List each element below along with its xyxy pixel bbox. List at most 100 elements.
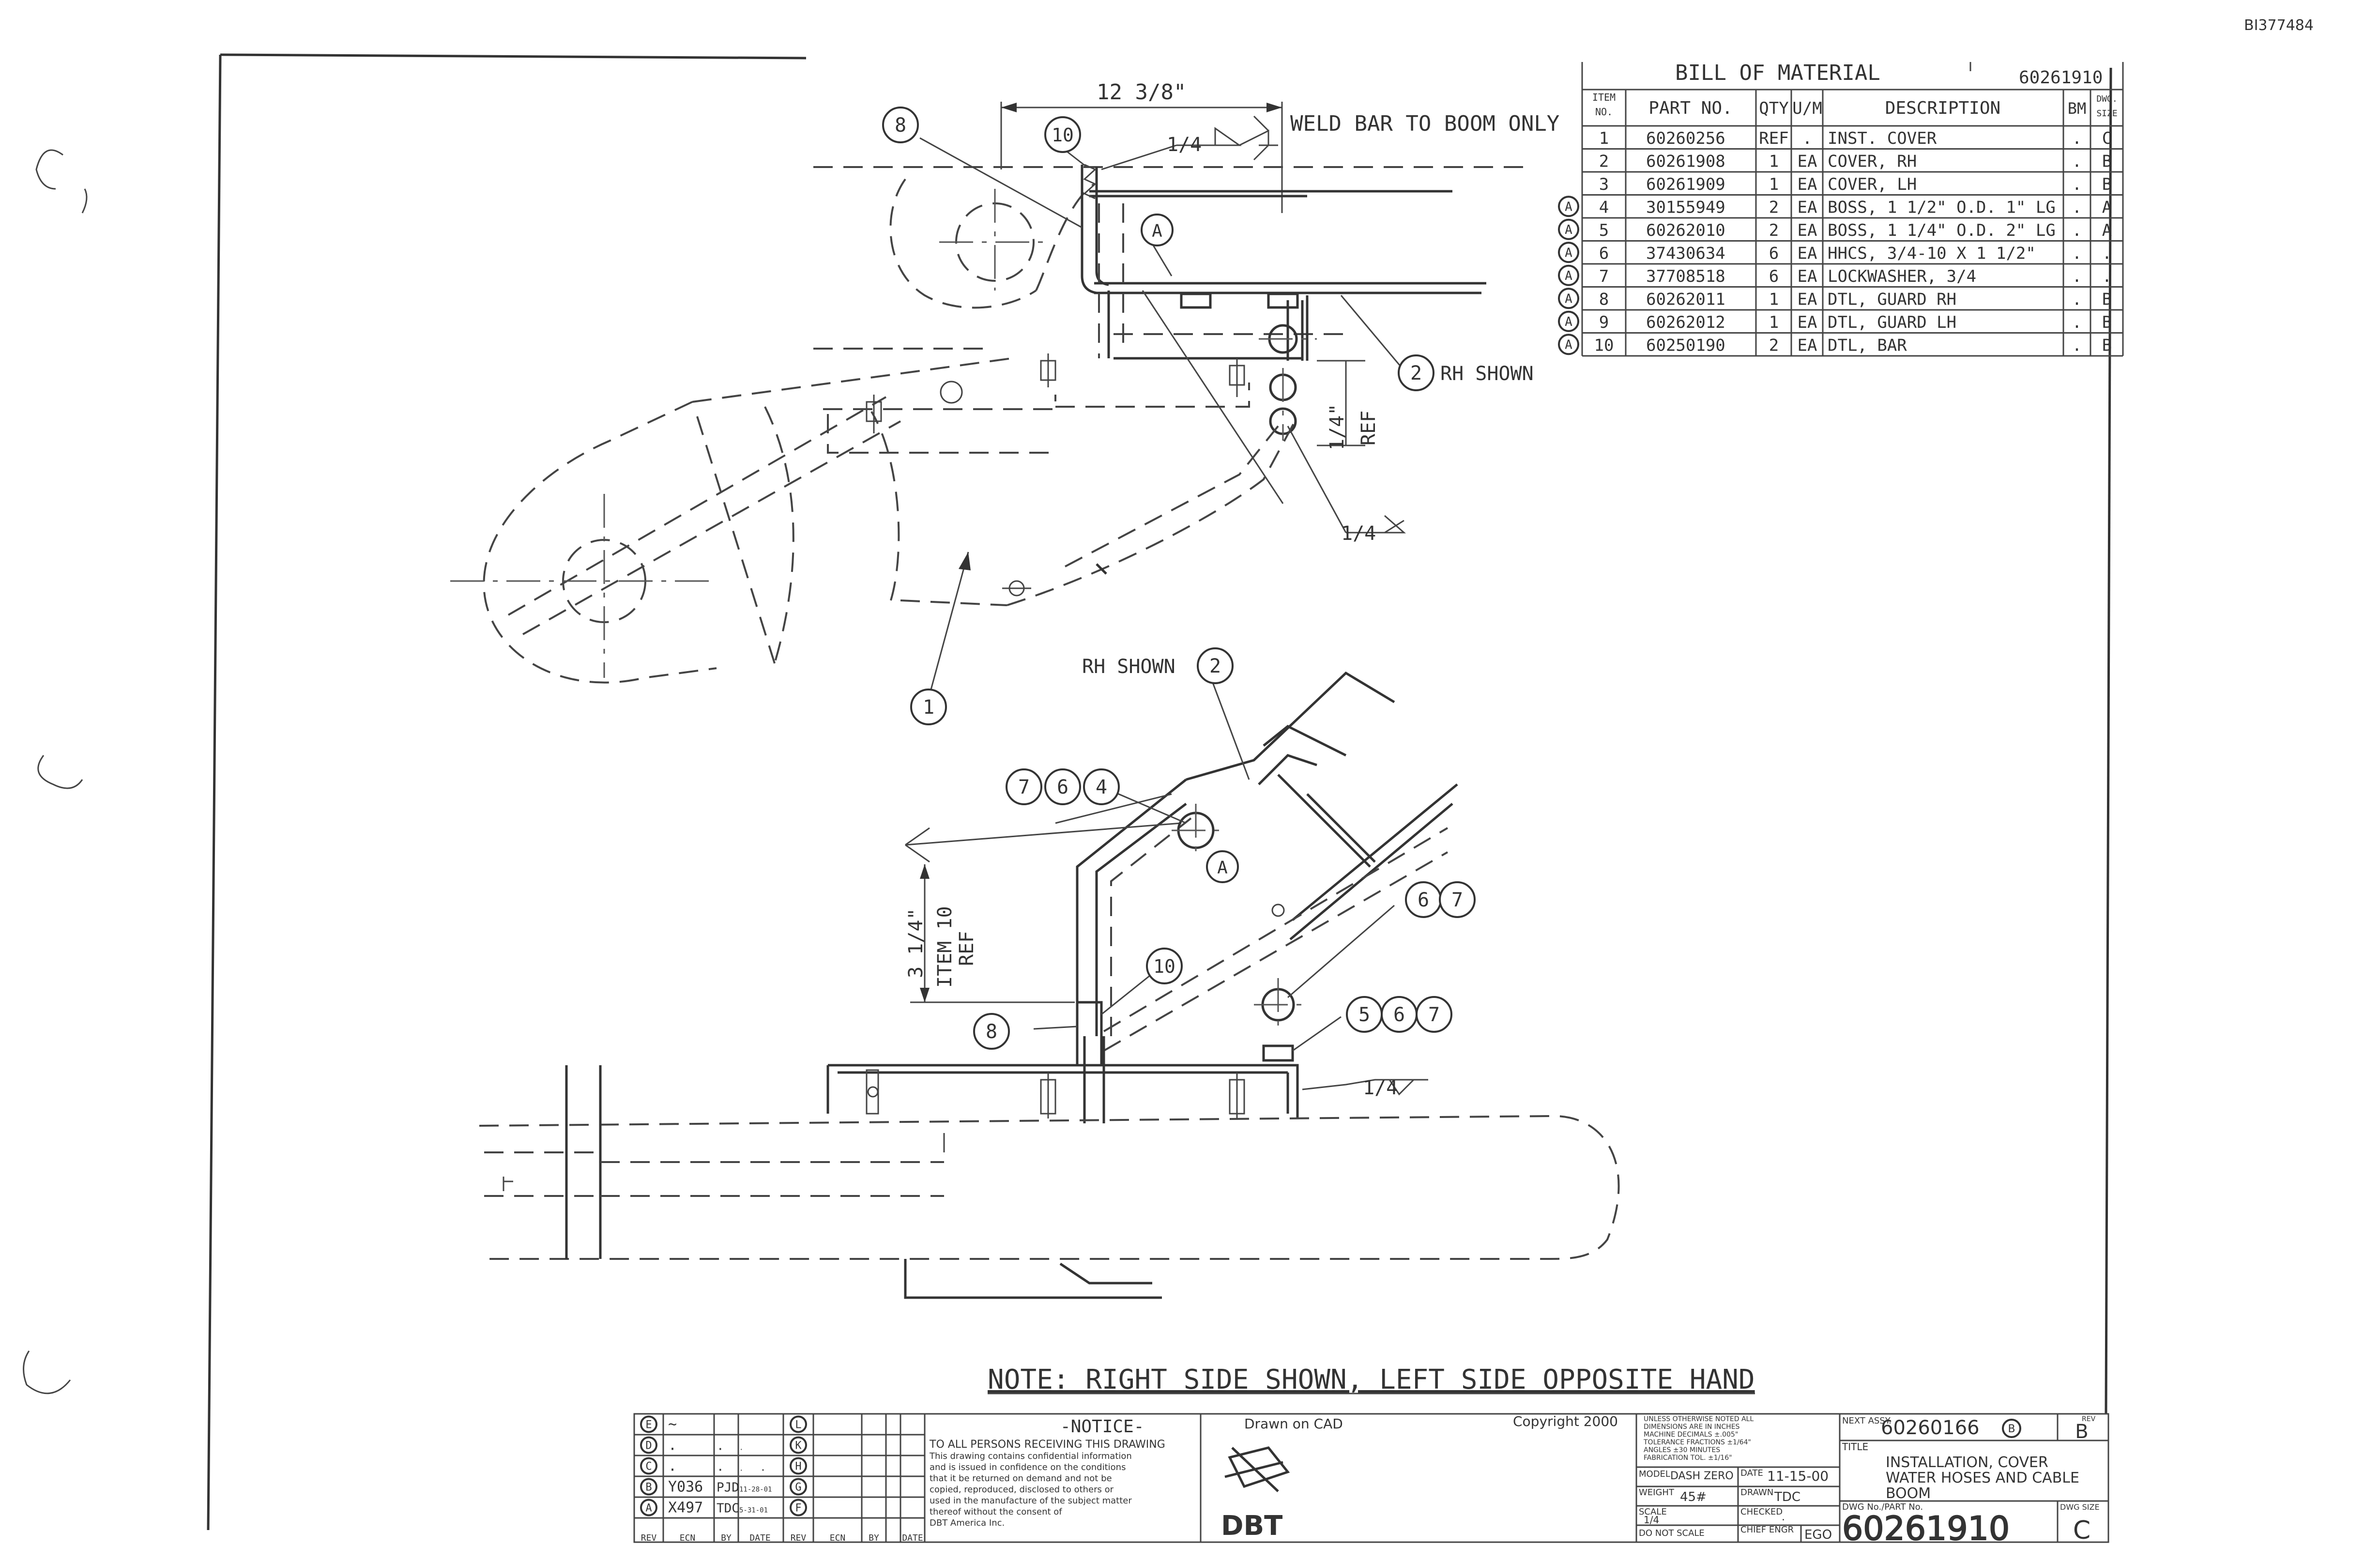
balloon-8-top: 8 [882,107,919,143]
bom-size: B [2102,175,2112,194]
revision-mark-right: L [795,1419,801,1431]
revision-marker-label: A [1565,337,1572,352]
bom-desc: LOCKWASHER, 3/4 [1828,267,1976,286]
bom-qty: 1 [1769,175,1779,194]
svg-text:7: 7 [1451,889,1463,911]
bom-um: EA [1798,198,1817,217]
bom-header-5: DESCRIPTION [1885,98,2000,118]
balloon-5-side: 5 [1346,996,1383,1033]
bom-item: 9 [1599,313,1609,332]
svg-text:7: 7 [1018,776,1030,798]
svg-text:7: 7 [1428,1004,1440,1026]
revision-mark: C [645,1461,652,1473]
revision-marker-label: A [1565,315,1572,329]
bom-header-7: DWG. [2096,94,2117,104]
weld-note: WELD BAR TO BOOM ONLY [1290,111,1559,136]
next-assy-rev: B [2008,1423,2015,1435]
dim-lower: 3 1/4" [905,908,927,979]
bom-size: B [2102,313,2112,332]
revision-mark: B [645,1482,652,1494]
dbt-logo: DBT [1221,1510,1282,1542]
bom-header-3: QTY [1759,99,1788,118]
title-line-1: INSTALLATION, COVER [1886,1454,2048,1471]
bom-item: 2 [1599,152,1609,171]
date-label: DATE [1740,1468,1763,1478]
revision-marker-label: A [1565,269,1572,283]
revision-cell: . [717,1439,724,1454]
revision-footer-label: DATE [902,1533,923,1543]
revision-marker-label: A [1565,291,1572,306]
bom-size: C [2102,129,2112,148]
tolerance-line: DIMENSIONS ARE IN INCHES [1644,1423,1740,1431]
part-no-value: 60261910 [1842,1510,2010,1547]
part-no-label: DWG No./PART No. [1842,1502,1923,1512]
svg-text:8: 8 [895,114,906,137]
tolerance-line: TOLERANCE FRACTIONS ±1/64" [1643,1439,1751,1446]
revision-cell: X497 [668,1500,703,1516]
bom-item: 3 [1599,175,1609,194]
bom-bm: . [2072,129,2082,148]
bom-part: 37708518 [1646,267,1725,286]
binder-hole-marks [23,149,88,1394]
model-label: MODEL [1639,1469,1670,1479]
revision-footer-label: BY [721,1533,732,1543]
bom-qty: 2 [1769,198,1779,217]
bom-um: EA [1798,290,1817,309]
revision-footer-label: REV [641,1533,657,1543]
bom-desc: DTL, GUARD RH [1828,290,1956,309]
revision-row: E~L [640,1415,807,1433]
bom-qty: 2 [1769,221,1779,240]
bom-item: 10 [1594,336,1614,355]
revision-cell: . [760,1462,766,1473]
bom-um: EA [1798,267,1817,286]
drawn-value: TDC [1774,1490,1800,1504]
balloon-6-side-b: 6 [1381,996,1418,1033]
revision-cell: . [668,1458,677,1475]
bom-size: B [2102,152,2112,171]
bom-item: 4 [1599,198,1609,217]
balloon-1: 1 [910,689,947,725]
svg-text:A: A [1152,221,1162,241]
notice-line: copied, reproduced, disclosed to others … [930,1485,1114,1495]
checked-label: CHECKED [1740,1507,1783,1517]
balloon-6-side-right: 6 [1405,881,1442,918]
title-label: TITLE [1842,1441,1868,1453]
bom-part: 60261909 [1646,175,1725,194]
weld-size-top: 1/4 [1167,134,1202,156]
drawn-on-cad: Drawn on CAD [1244,1416,1343,1432]
balloon-8-side: 8 [973,1013,1010,1050]
bom-item: 5 [1599,221,1609,240]
tolerance-line: UNLESS OTHERWISE NOTED ALL [1644,1415,1754,1423]
bom-desc: COVER, RH [1828,152,1917,171]
balloon-7-side-right: 7 [1439,881,1476,918]
weight-label: WEIGHT [1639,1487,1675,1498]
weld-size-side: 1/4 [1363,1077,1398,1099]
bom-qty: 6 [1769,244,1779,263]
notice-line: that it be returned on demand and not be [930,1473,1112,1484]
svg-text:4: 4 [1096,776,1107,798]
notice-title: -NOTICE- [1060,1417,1144,1437]
bom-item: 1 [1599,129,1609,148]
revision-footer-label: ECN [680,1533,696,1543]
do-not-scale: DO NOT SCALE [1639,1528,1705,1538]
ref-quarter: 1/4" [1326,404,1348,450]
bom-bm: . [2072,290,2082,309]
notice-line: used in the manufacture of the subject m… [930,1496,1132,1506]
notice-line: thereof without the consent of [930,1507,1062,1517]
next-assy-value: 60260166 [1881,1417,1980,1439]
revision-marker [1558,264,1579,286]
notice-line: DBT America Inc. [930,1518,1005,1528]
revision-mark: E [645,1419,652,1431]
bom-bm: . [2072,221,2082,240]
balloon-2-top: 2 [1398,354,1434,391]
bom-bm: . [2072,267,2082,286]
balloon-A-top: A [1141,214,1174,246]
revision-mark-right: G [795,1482,801,1494]
bom-item: 8 [1599,290,1609,309]
revision-marker [1558,218,1579,240]
revision-row: C....H [640,1457,807,1475]
